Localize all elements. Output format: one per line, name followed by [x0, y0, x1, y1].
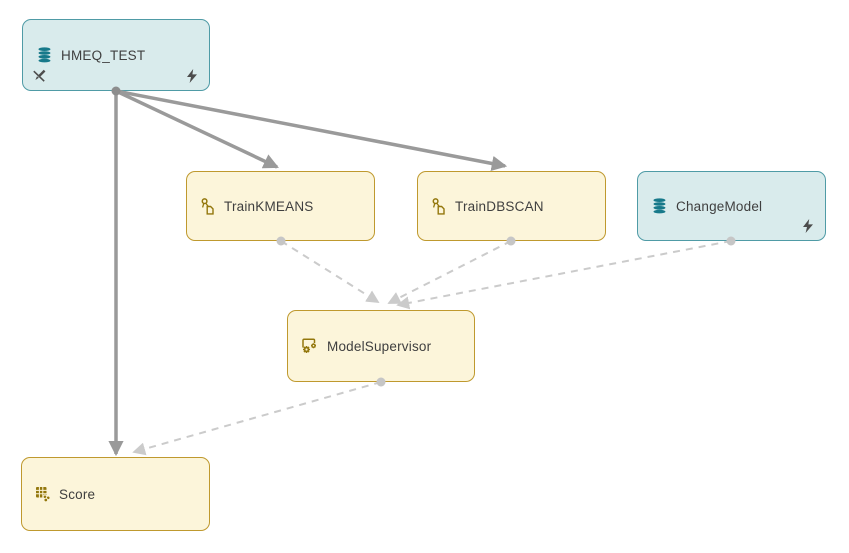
node-change-model[interactable]: ChangeModel [637, 171, 826, 241]
gears-icon [301, 338, 319, 354]
node-model-supervisor[interactable]: ModelSupervisor [287, 310, 475, 382]
score-table-icon [35, 486, 51, 502]
edge-trainkmeans-to-modelsupervisor[interactable] [280, 240, 380, 303]
node-label: Score [59, 486, 96, 502]
edge-hmeq-to-traindbscan[interactable] [115, 89, 508, 172]
node-train-dbscan[interactable]: TrainDBSCAN [417, 171, 606, 241]
node-train-kmeans[interactable]: TrainKMEANS [186, 171, 375, 241]
database-icon [651, 198, 668, 214]
edge-traindbscan-to-modelsupervisor[interactable] [387, 240, 512, 304]
node-hmeq-test[interactable]: HMEQ_TEST [22, 19, 210, 91]
program-flow-icon [431, 197, 447, 215]
node-label: ChangeModel [676, 198, 763, 214]
program-flow-icon [200, 197, 216, 215]
node-label: TrainDBSCAN [455, 198, 544, 214]
bolt-icon [186, 69, 198, 83]
node-label: HMEQ_TEST [61, 47, 146, 63]
node-score[interactable]: Score [21, 457, 210, 531]
disconnected-pen-icon [32, 69, 47, 83]
edge-changemodel-to-modelsupervisor[interactable] [396, 240, 732, 310]
edge-modelsupervisor-to-score[interactable] [132, 381, 382, 456]
node-label: TrainKMEANS [224, 198, 314, 214]
node-label: ModelSupervisor [327, 338, 432, 354]
bolt-icon [802, 219, 814, 233]
edge-hmeq-to-trainkmeans[interactable] [115, 89, 279, 169]
database-icon [36, 47, 53, 63]
